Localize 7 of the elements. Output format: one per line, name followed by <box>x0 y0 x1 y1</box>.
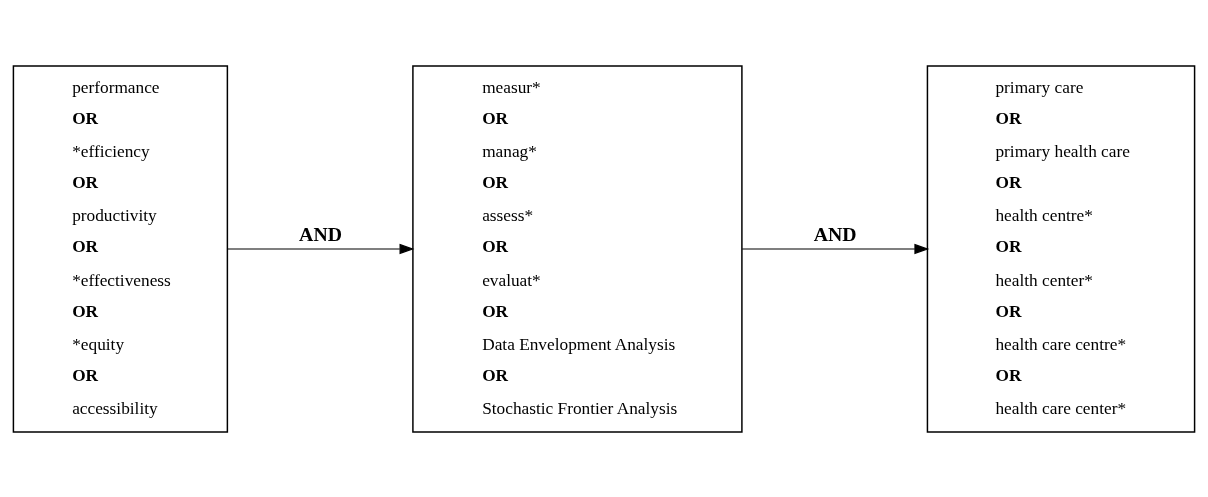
node-box: primary care OR primary health care OR health centre* OR health center* OR health care centre* OR health care center* <box>926 64 1196 433</box>
node-box: performance OR *efficiency OR productivity OR *effectiveness OR *equity OR accessibility <box>12 64 229 433</box>
arrow <box>741 243 930 254</box>
edge-label: AND <box>813 222 857 245</box>
edge-label: AND <box>299 222 342 245</box>
arrow <box>227 243 415 254</box>
node-box: measur* OR manag* OR assess* OR evaluat* OR Data Envelopment Analysis OR Stochastic Frontier Analysis <box>412 64 743 433</box>
